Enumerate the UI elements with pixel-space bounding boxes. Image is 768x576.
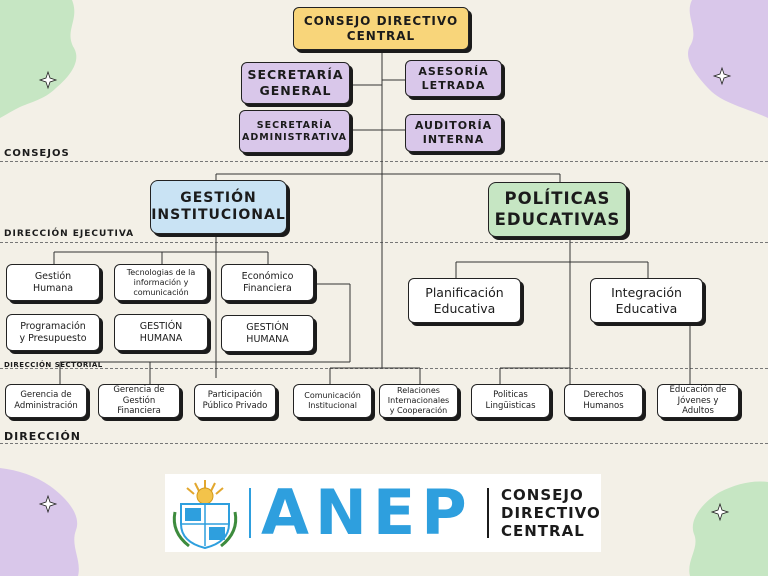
uruguay-coat-of-arms-icon xyxy=(172,480,238,550)
sparkle-icon xyxy=(38,70,58,90)
node-gerencia-administracion: Gerencia de Administración xyxy=(5,384,87,418)
node-derechos-humanos: Derechos Humanos xyxy=(564,384,643,418)
node-integracion-educativa: Integración Educativa xyxy=(590,278,703,323)
corner-blob-top-left xyxy=(0,0,77,118)
node-gestion-humana: Gestión Humana xyxy=(6,264,100,301)
corner-blob-bottom-right xyxy=(689,481,768,576)
node-consejo-directivo-central: CONSEJO DIRECTIVO CENTRAL xyxy=(293,7,469,50)
corner-blob-bottom-left xyxy=(0,468,79,576)
node-gestion-humana-2: GESTIÓN HUMANA xyxy=(114,314,208,351)
node-gestion-institucional: GESTIÓN INSTITUCIONAL xyxy=(150,180,287,234)
node-planificacion-educativa: Planificación Educativa xyxy=(408,278,521,323)
node-auditoria-interna: AUDITORÍA INTERNA xyxy=(405,114,502,152)
logo-divider-2 xyxy=(487,488,489,538)
separator-direccion-ejecutiva xyxy=(0,242,768,243)
node-secretaria-general: SECRETARÍA GENERAL xyxy=(241,62,350,104)
level-label-consejos: CONSEJOS xyxy=(4,148,70,159)
node-gerencia-gestion-financiera: Gerencia de Gestión Financiera xyxy=(98,384,180,418)
node-tecnologias-informacion: Tecnologias de la información y comunica… xyxy=(114,264,208,301)
logo-subtitle: CONSEJO DIRECTIVO CENTRAL xyxy=(501,486,601,540)
sparkle-icon xyxy=(712,66,732,86)
corner-blob-top-right xyxy=(688,0,768,118)
node-participacion-publico-privado: Participación Público Privado xyxy=(194,384,276,418)
node-asesoria-letrada: ASESORÍA LETRADA xyxy=(405,60,502,97)
node-comunicacion-institucional: Comunicación Institucional xyxy=(293,384,372,418)
node-educacion-jovenes-adultos: Educación de Jóvenes y Adultos xyxy=(657,384,739,418)
node-politicas-linguisticas: Politicas Lingüisticas xyxy=(471,384,550,418)
logo-anep-text: ANEP xyxy=(261,476,473,549)
node-relaciones-internacionales: Relaciones Internacionales y Cooperación xyxy=(379,384,458,418)
node-economico-financiera: Económico Financiera xyxy=(221,264,314,301)
level-label-direccion-ejecutiva: DIRECCIÓN EJECUTIVA xyxy=(4,229,135,239)
anep-logo: ANEP CONSEJO DIRECTIVO CENTRAL xyxy=(165,474,601,552)
sparkle-icon xyxy=(710,502,730,522)
separator-consejos xyxy=(0,161,768,162)
node-gestion-humana-3: GESTIÓN HUMANA xyxy=(221,315,314,352)
node-politicas-educativas: POLÍTICAS EDUCATIVAS xyxy=(488,182,627,237)
node-programacion-presupuesto: Programación y Presupuesto xyxy=(6,314,100,351)
node-secretaria-administrativa: SECRETARÍA ADMINISTRATIVA xyxy=(239,110,350,153)
level-label-direccion-sectorial: DIRECCIÓN SECTORIAL xyxy=(4,361,103,369)
separator-direccion xyxy=(0,443,768,444)
sparkle-icon xyxy=(38,494,58,514)
level-label-direccion: DIRECCIÓN xyxy=(4,430,82,443)
logo-divider xyxy=(249,488,251,538)
